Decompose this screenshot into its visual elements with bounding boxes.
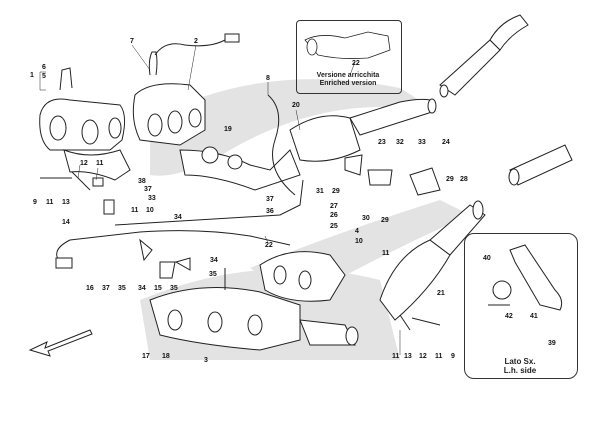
part-callout: 10 bbox=[146, 207, 154, 214]
lower-manifold-upper bbox=[259, 251, 346, 302]
sensor-harness bbox=[56, 94, 304, 263]
part-callout: 11 bbox=[96, 160, 104, 167]
part-callout: 33 bbox=[148, 195, 156, 202]
part-callout: 42 bbox=[505, 313, 513, 320]
part-callout: 29 bbox=[332, 188, 340, 195]
part-callout: 33 bbox=[418, 139, 426, 146]
part-callout: 29 bbox=[381, 217, 389, 224]
part-callout: 21 bbox=[437, 290, 445, 297]
center-head-manifold bbox=[132, 51, 206, 146]
part-callout: 35 bbox=[209, 271, 217, 278]
part-callout: 11 bbox=[435, 353, 443, 360]
enriched-version-caption-line2: Enriched version bbox=[319, 80, 377, 87]
part-callout: 25 bbox=[330, 223, 338, 230]
part-callout: 27 bbox=[330, 203, 338, 210]
part-callout: 23 bbox=[378, 139, 386, 146]
harness-connector bbox=[55, 257, 73, 269]
part-callout: 41 bbox=[530, 313, 538, 320]
part-callout: 19 bbox=[224, 126, 232, 133]
part-callout: 7 bbox=[130, 38, 134, 45]
part-callout: 34 bbox=[174, 214, 182, 221]
part-callout: 13 bbox=[62, 199, 70, 206]
part-callout: 2 bbox=[194, 38, 198, 45]
part-callout: 29 bbox=[446, 176, 454, 183]
enriched-version-drawing bbox=[304, 31, 391, 59]
part-callout: 6 bbox=[42, 64, 46, 71]
part-callout: 40 bbox=[483, 255, 491, 262]
part-callout: 24 bbox=[442, 139, 450, 146]
part-callout: 37 bbox=[266, 196, 274, 203]
part-callout: 8 bbox=[266, 75, 270, 82]
left-side-bracket-drawing bbox=[488, 244, 563, 311]
part-callout: 12 bbox=[419, 353, 427, 360]
rear-tailpipe-right bbox=[439, 14, 529, 98]
part-callout: 34 bbox=[138, 285, 146, 292]
part-callout: 11 bbox=[131, 207, 139, 214]
part-callout: 35 bbox=[170, 285, 178, 292]
direction-arrow-icon bbox=[28, 329, 93, 357]
part-callout: 20 bbox=[292, 102, 300, 109]
part-callout: 1 bbox=[30, 72, 34, 79]
enriched-version-inset bbox=[296, 20, 402, 94]
part-callout: 3 bbox=[204, 357, 208, 364]
fasteners bbox=[40, 171, 441, 331]
lower-manifold-lower bbox=[149, 287, 359, 351]
leader-lines bbox=[39, 44, 401, 355]
enriched-version-caption: Versione arricchita Enriched version bbox=[298, 72, 398, 88]
part-callout: 37 bbox=[144, 186, 152, 193]
part-callout: 9 bbox=[33, 199, 37, 206]
part-callout: 11 bbox=[392, 353, 400, 360]
part-callout: 5 bbox=[42, 73, 46, 80]
part-callout: 11 bbox=[382, 250, 390, 257]
part-callout: 30 bbox=[362, 215, 370, 222]
part-callout: 31 bbox=[316, 188, 324, 195]
left-side-caption-line1: Lato Sx. bbox=[504, 357, 536, 366]
upper-left-manifold bbox=[39, 67, 131, 181]
part-callout: 17 bbox=[142, 353, 150, 360]
part-callout: 11 bbox=[46, 199, 54, 206]
part-callout: 13 bbox=[404, 353, 412, 360]
part-callout: 37 bbox=[102, 285, 110, 292]
part-callout: 34 bbox=[210, 257, 218, 264]
part-callout: 4 bbox=[355, 228, 359, 235]
part-callout: 10 bbox=[355, 238, 363, 245]
part-callout: 26 bbox=[330, 212, 338, 219]
enriched-version-caption-line1: Versione arricchita bbox=[316, 72, 380, 79]
oxygen-sensor-cable bbox=[154, 33, 240, 56]
part-callout: 28 bbox=[460, 176, 468, 183]
part-callout: 15 bbox=[154, 285, 162, 292]
part-callout: 35 bbox=[118, 285, 126, 292]
part-callout: 32 bbox=[396, 139, 404, 146]
lower-catalyst bbox=[379, 200, 486, 321]
part-callout: 16 bbox=[86, 285, 94, 292]
part-callout: 22 bbox=[352, 60, 360, 67]
part-callout: 18 bbox=[162, 353, 170, 360]
part-callout: 22 bbox=[265, 242, 273, 249]
part-callout: 39 bbox=[548, 340, 556, 347]
part-callout: 9 bbox=[451, 353, 455, 360]
left-side-caption-line2: L.h. side bbox=[503, 366, 537, 375]
tailpipe-tip bbox=[508, 144, 573, 186]
central-downpipe bbox=[179, 98, 437, 191]
part-callout: 12 bbox=[80, 160, 88, 167]
left-side-inset bbox=[464, 233, 578, 379]
left-side-caption: Lato Sx. L.h. side bbox=[466, 357, 574, 375]
part-callout: 36 bbox=[266, 208, 274, 215]
brackets-center bbox=[344, 154, 441, 196]
part-callout: 38 bbox=[138, 178, 146, 185]
part-callout: 14 bbox=[62, 219, 70, 226]
